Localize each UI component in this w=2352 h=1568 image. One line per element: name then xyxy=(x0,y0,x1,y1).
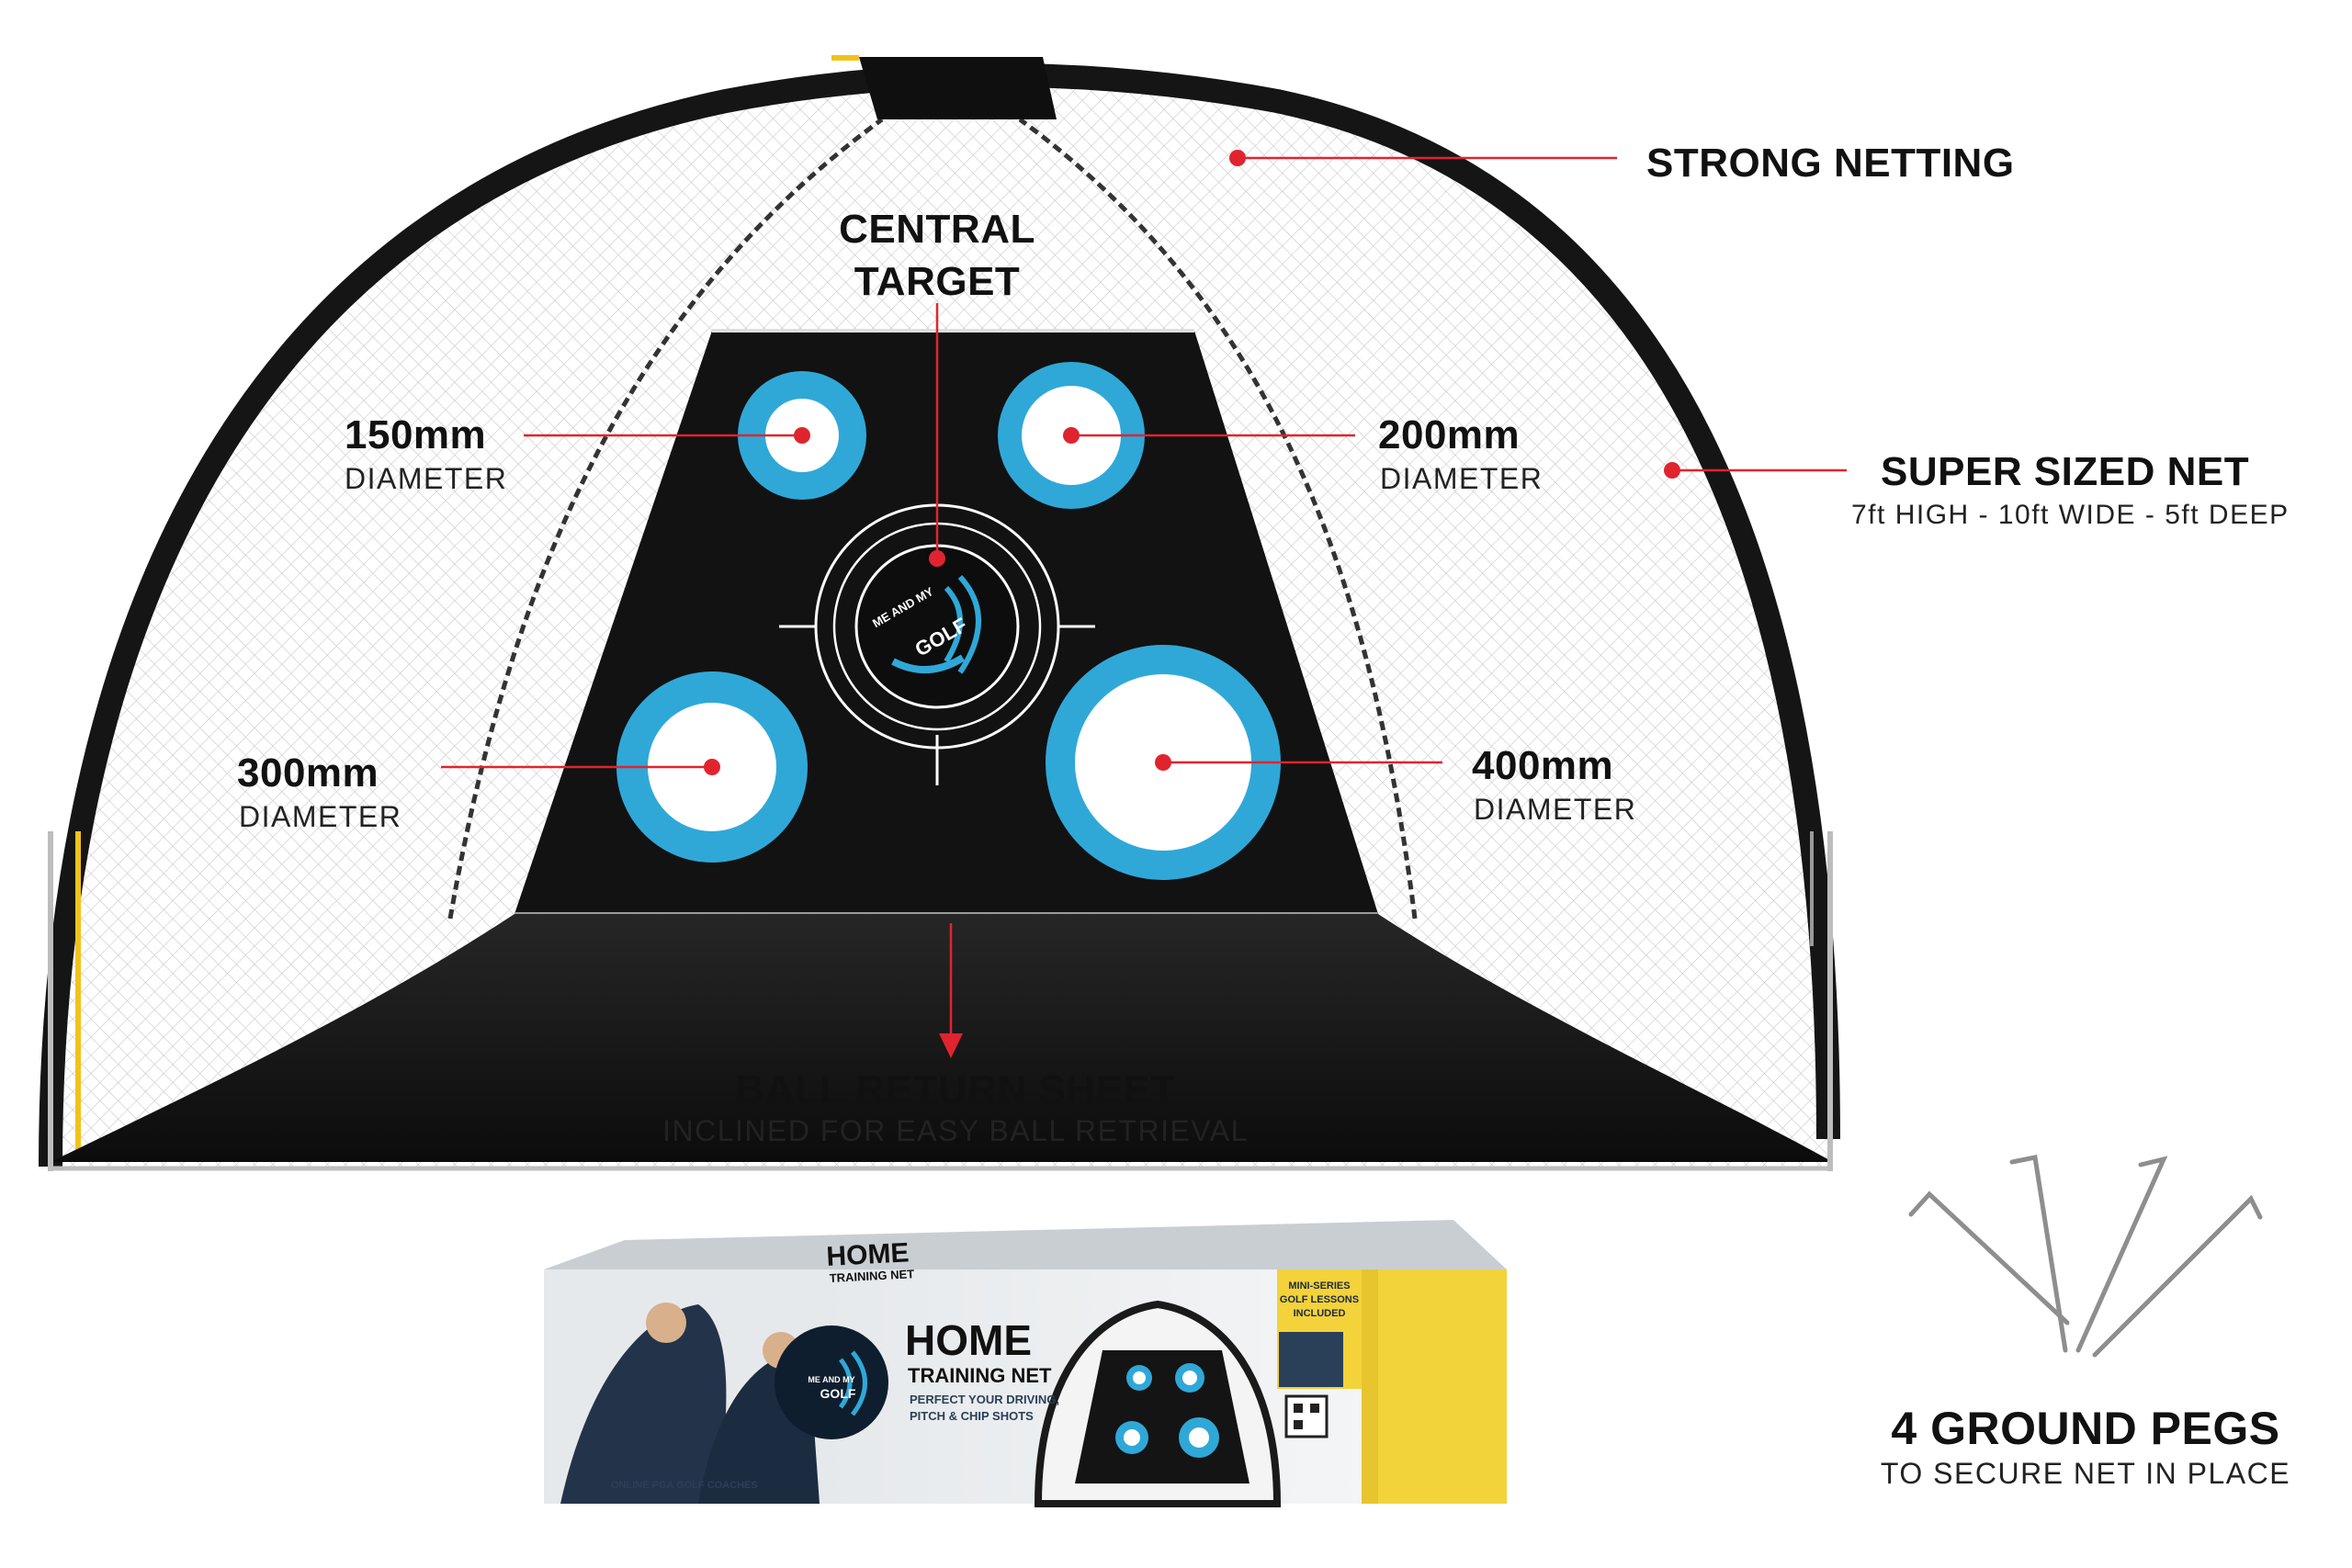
net-top-patch xyxy=(859,57,1057,119)
inner-pole-right xyxy=(1018,117,1418,919)
d150-title: 150mm xyxy=(345,412,487,457)
d400-sub: DIAMETER xyxy=(1474,793,1637,826)
ball-return-sub: INCLINED FOR EASY BALL RETRIEVAL xyxy=(662,1114,1249,1147)
ground-pegs-sub: TO SECURE NET IN PLACE xyxy=(1880,1457,2291,1490)
box-top-subtitle: TRAINING NET xyxy=(829,1267,914,1285)
box-labels: ME AND MY GOLF HOME TRAINING NET PERFECT… xyxy=(611,1237,1359,1491)
arrow-head xyxy=(939,1033,963,1058)
box-tagline-2: PITCH & CHIP SHOTS xyxy=(910,1409,1034,1423)
central-target-title-2: TARGET xyxy=(854,259,1021,304)
peg-3 xyxy=(2075,1156,2168,1353)
box-tagline-1: PERFECT YOUR DRIVING, xyxy=(910,1393,1059,1406)
strong-netting-title: STRONG NETTING xyxy=(1646,141,2015,186)
d200-title: 200mm xyxy=(1378,412,1521,457)
box-badge-3: INCLUDED xyxy=(1294,1308,1346,1319)
box-badge-2: GOLF LESSONS xyxy=(1280,1294,1359,1305)
d150-sub: DIAMETER xyxy=(345,462,508,495)
central-target xyxy=(779,503,1095,785)
peg-1 xyxy=(1908,1190,2070,1325)
peg-4 xyxy=(2092,1194,2263,1358)
product-box xyxy=(544,1220,1507,1507)
box-subtitle: TRAINING NET xyxy=(908,1364,1052,1387)
box-logo-disc xyxy=(775,1325,888,1439)
box-footer: ONLINE PGA GOLF COACHES xyxy=(611,1480,758,1491)
callout-dot-200 xyxy=(1063,427,1080,444)
d400-title: 400mm xyxy=(1472,743,1614,788)
box-badge-1: MINI-SERIES xyxy=(1288,1280,1350,1292)
box-title: HOME xyxy=(905,1316,1032,1364)
box-top xyxy=(544,1220,1507,1269)
d200-sub: DIAMETER xyxy=(1380,462,1544,495)
callout-lines xyxy=(441,150,1847,1058)
box-logo-line2: GOLF xyxy=(820,1386,856,1401)
box-logo-line1: ME AND MY xyxy=(808,1375,854,1384)
d300-title: 300mm xyxy=(237,750,379,795)
top-band-yellow-left xyxy=(831,55,859,61)
callout-dot-300 xyxy=(704,759,720,775)
central-target-title-1: CENTRAL xyxy=(839,207,1035,252)
ball-return-title: BALL RETURN SHEET xyxy=(735,1067,1176,1112)
ground-pegs-title: 4 GROUND PEGS xyxy=(1891,1403,2280,1454)
ground-pegs xyxy=(1908,1155,2263,1358)
callout-dot-netting xyxy=(1229,150,1246,166)
callout-dot-150 xyxy=(794,427,810,444)
callout-dot-central xyxy=(929,550,945,567)
d300-sub: DIAMETER xyxy=(239,800,402,833)
callout-dot-super xyxy=(1664,462,1680,479)
super-sized-sub: 7ft HIGH - 10ft WIDE - 5ft DEEP xyxy=(1851,500,2290,530)
peg-2 xyxy=(2009,1155,2068,1353)
callout-dot-400 xyxy=(1155,754,1171,771)
super-sized-title: SUPER SIZED NET xyxy=(1881,449,2250,494)
box-top-title: HOME xyxy=(826,1237,910,1272)
